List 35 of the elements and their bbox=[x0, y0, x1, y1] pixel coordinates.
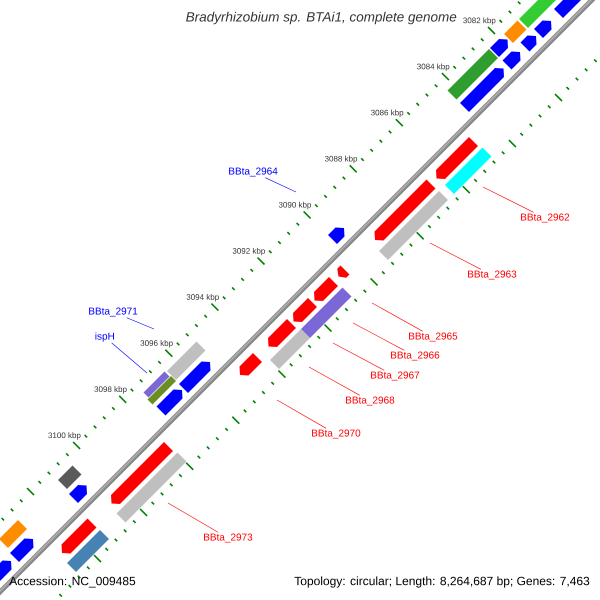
gene-label: BBta_2968 bbox=[346, 396, 394, 406]
leader-line bbox=[372, 302, 424, 332]
gene-label: BBta_2973 bbox=[204, 534, 252, 542]
tick-label: 3094 kbp bbox=[186, 294, 219, 302]
tick-label: 3098 kbp bbox=[94, 386, 127, 394]
leader-line bbox=[482, 186, 534, 213]
leader-line bbox=[276, 400, 326, 429]
gene-label: BBta_2964 bbox=[229, 168, 278, 176]
gene-label: BBta_2966 bbox=[391, 352, 440, 360]
tick-label: 3092 kbp bbox=[232, 248, 265, 256]
tick-label: 3086 kbp bbox=[370, 110, 404, 117]
leader-line bbox=[308, 366, 360, 396]
gene-label: ispH bbox=[95, 332, 114, 342]
leader-line bbox=[168, 502, 219, 533]
title: Bradyrhizobium sp. BTAi1, complete genome bbox=[186, 12, 456, 24]
tick-label: 3088 kbp bbox=[324, 156, 358, 164]
leader-line bbox=[126, 317, 154, 330]
gene-label: BBta_2971 bbox=[89, 308, 138, 316]
gene-label: BBta_2965 bbox=[409, 332, 458, 342]
gene-label: BBta_2967 bbox=[371, 372, 420, 380]
leader-line bbox=[352, 322, 405, 351]
leader-line bbox=[332, 342, 385, 371]
tick-label: 3082 kbp bbox=[463, 17, 496, 25]
genome-info-text: Topology: circular; Length: 8,264,687 bp; Genes: 7,463 bbox=[294, 576, 590, 588]
tick-label: 3096 kbp bbox=[140, 340, 173, 348]
accession-text: Accession: NC_009485 bbox=[9, 576, 136, 588]
gene-label: BBta_2963 bbox=[468, 270, 516, 280]
gene-label: BBta_2970 bbox=[312, 430, 360, 438]
leader-line bbox=[111, 342, 148, 374]
leader-line bbox=[264, 177, 296, 192]
gene-label: BBta_2962 bbox=[521, 214, 570, 222]
tick-label: 3090 kbp bbox=[278, 202, 312, 210]
tick-label: 3100 kbp bbox=[48, 432, 81, 440]
leader-line bbox=[430, 242, 482, 270]
tick-label: 3084 kbp bbox=[417, 63, 450, 71]
